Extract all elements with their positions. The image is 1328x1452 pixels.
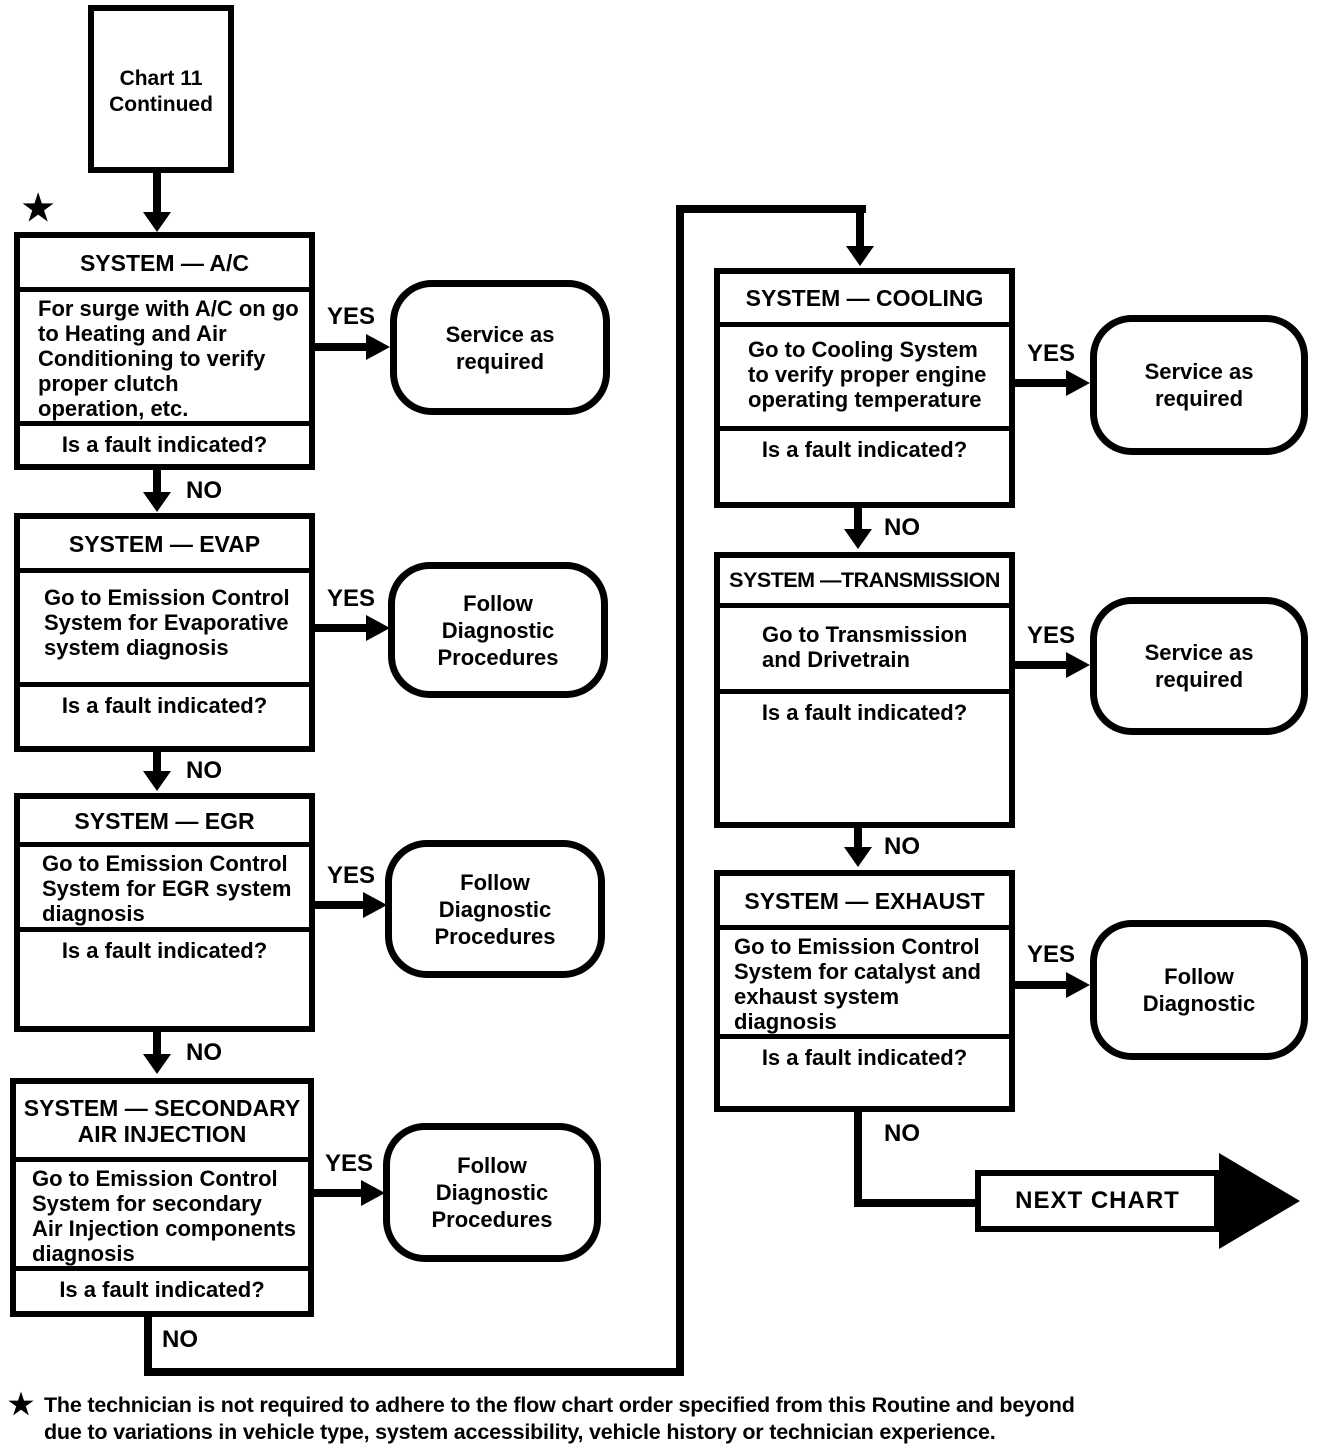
node-body: Go to Emission Control System for cataly… [720,930,1009,1039]
node-body: Go to Emission Control System for second… [16,1162,308,1271]
next-chart-arrow-icon [1219,1153,1300,1249]
outcome-follow-diagnostic-egr: Follow Diagnostic Procedures [385,840,605,978]
node-question: Is a fault indicated? [59,1277,265,1302]
node-system-exhaust: SYSTEM — EXHAUST Go to Emission Control … [714,870,1015,1112]
node-system-evap: SYSTEM — EVAP Go to Emission Control Sys… [14,513,315,752]
no-label: NO [884,514,920,541]
outcome-service-required-cooling: Service as required [1090,315,1308,455]
node-question: Is a fault indicated? [61,693,268,718]
arrow-down-icon [846,246,874,266]
no-label: NO [186,477,222,504]
outcome-follow-diagnostic-sai: Follow Diagnostic Procedures [383,1123,601,1262]
flow-line [856,205,864,250]
arrow-down-icon [844,847,872,867]
flow-line [676,205,866,213]
node-title: SYSTEM — EXHAUST [720,876,1009,930]
node-question: Is a fault indicated? [761,700,968,725]
flow-line [854,1112,862,1207]
node-system-egr: SYSTEM — EGR Go to Emission Control Syst… [14,793,315,1032]
node-system-cooling: SYSTEM — COOLING Go to Cooling System to… [714,268,1015,508]
flow-line [676,205,684,1376]
node-title: SYSTEM —TRANSMISSION [720,558,1009,608]
node-title: SYSTEM — EGR [20,799,309,847]
node-system-secondary-air-injection: SYSTEM — SECONDARY AIR INJECTION Go to E… [10,1078,314,1317]
node-title: SYSTEM — EVAP [20,519,309,573]
flow-line [153,470,161,496]
flow-line [153,1032,161,1058]
arrow-right-icon [366,615,390,641]
arrow-down-icon [143,492,171,512]
yes-label: YES [1027,941,1076,968]
node-title: SYSTEM — A/C [20,238,309,292]
flow-line [144,1317,152,1376]
node-question: Is a fault indicated? [761,1045,968,1070]
arrow-down-icon [844,529,872,549]
node-title: SYSTEM — SECONDARY AIR INJECTION [16,1084,308,1162]
node-question: Is a fault indicated? [61,938,268,963]
flow-line [854,508,862,533]
node-body: Go to Transmission and Drivetrain [720,608,1009,694]
next-chart-node: NEXT CHART [975,1170,1220,1232]
footnote-star-icon: ★ [8,1389,34,1421]
arrow-down-icon [143,771,171,791]
flow-line [315,901,365,909]
no-label: NO [884,833,920,860]
flow-line [144,1368,684,1376]
node-question: Is a fault indicated? [761,437,968,462]
outcome-service-required-ac: Service as required [390,280,610,415]
flow-line [1015,981,1068,989]
flow-line [153,170,161,216]
arrow-right-icon [1066,370,1090,396]
node-question: Is a fault indicated? [61,432,268,457]
arrow-down-icon [143,212,171,232]
flow-line [854,828,862,851]
yes-label: YES [327,303,376,330]
node-title: SYSTEM — COOLING [720,274,1009,327]
no-label: NO [186,1039,222,1066]
arrow-right-icon [1066,652,1090,678]
outcome-follow-diagnostic-exhaust: Follow Diagnostic [1090,920,1308,1060]
flow-line [314,1189,363,1197]
outcome-follow-diagnostic-evap: Follow Diagnostic Procedures [388,562,608,698]
star-icon: ★ [22,187,55,228]
no-label: NO [884,1120,920,1147]
footnote: ★ The technician is not required to adhe… [8,1389,1320,1446]
yes-label: YES [325,1150,374,1177]
no-label: NO [186,757,222,784]
start-node-chart11: Chart 11 Continued [88,5,234,173]
no-label: NO [162,1326,198,1353]
node-body: For surge with A/C on go to Heating and … [20,292,309,426]
yes-label: YES [327,585,376,612]
flow-line [1015,661,1068,669]
flow-line [315,343,368,351]
yes-label: YES [327,862,376,889]
arrow-right-icon [361,1180,385,1206]
flow-line [153,752,161,775]
node-system-transmission: SYSTEM —TRANSMISSION Go to Transmission … [714,552,1015,828]
flow-line [1015,379,1068,387]
node-body: Go to Emission Control System for Evapor… [20,573,309,687]
arrow-right-icon [366,334,390,360]
node-system-ac: SYSTEM — A/C For surge with A/C on go to… [14,232,315,470]
node-body: Go to Cooling System to verify proper en… [720,327,1009,431]
arrow-right-icon [1066,972,1090,998]
arrow-down-icon [143,1054,171,1074]
yes-label: YES [1027,340,1076,367]
yes-label: YES [1027,622,1076,649]
node-body: Go to Emission Control System for EGR sy… [20,847,309,932]
arrow-right-icon [363,892,387,918]
footnote-text: The technician is not required to adhere… [44,1393,1075,1444]
flow-line [854,1199,975,1207]
outcome-service-required-trans: Service as required [1090,597,1308,735]
flow-line [315,624,368,632]
